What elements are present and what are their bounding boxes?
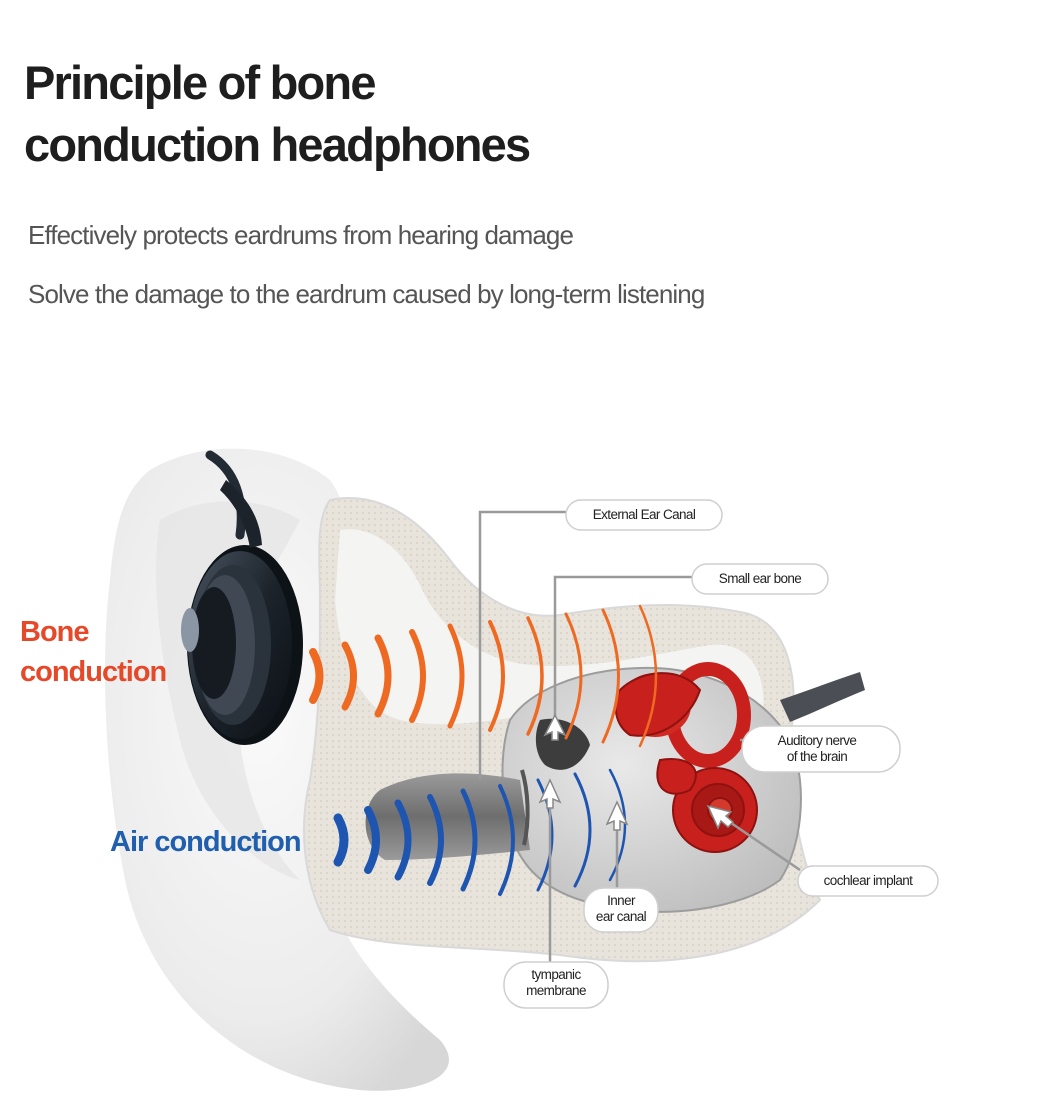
callout-tympanic-membrane: tympanic membrane <box>504 967 608 999</box>
auditory-nerve-line-1: Auditory nerve <box>777 733 857 748</box>
nerve-cable <box>780 672 865 722</box>
callout-external-ear-canal: External Ear Canal <box>592 507 696 522</box>
air-conduction-waves <box>333 768 627 896</box>
auditory-nerve-line-2: of the brain <box>786 749 848 764</box>
subtitle-solve-damage: Solve the damage to the eardrum caused b… <box>28 279 705 309</box>
callout-cochlear-implant: cochlear implant <box>823 873 913 888</box>
subtitle-protects-eardrums: Effectively protects eardrums from heari… <box>28 220 574 250</box>
inner-ear-canal-line-2: ear canal <box>595 909 647 924</box>
title-line-2: conduction headphones <box>24 118 531 171</box>
callout-bubbles <box>503 499 939 1009</box>
tympanic-line-1: tympanic <box>531 967 581 982</box>
bone-conduction-label: Bone conduction <box>20 612 167 692</box>
leader-arrows <box>538 713 735 831</box>
inner-ear-canal-line-1: Inner <box>607 893 635 908</box>
headphone-cable <box>205 450 246 540</box>
callout-inner-ear-canal: Inner ear canal <box>584 893 658 925</box>
callout-auditory-nerve: Auditory nerve of the brain <box>742 733 892 765</box>
page-title: Principle of bone conduction headphones <box>24 52 531 176</box>
bone-label-line-1: Bone <box>20 616 90 648</box>
ear-anatomy-diagram <box>105 448 939 1091</box>
callout-small-ear-bone: Small ear bone <box>718 571 802 586</box>
tympanic-membrane-shape <box>520 769 530 846</box>
bone-label-line-2: conduction <box>20 656 167 688</box>
ear-canal-tube <box>365 773 530 860</box>
bone-conduction-waves <box>309 604 658 748</box>
bone-conduction-headphone <box>181 480 303 745</box>
title-line-1: Principle of bone <box>24 56 376 109</box>
tympanic-line-2: membrane <box>526 983 586 998</box>
air-conduction-label: Air conduction <box>110 826 302 858</box>
